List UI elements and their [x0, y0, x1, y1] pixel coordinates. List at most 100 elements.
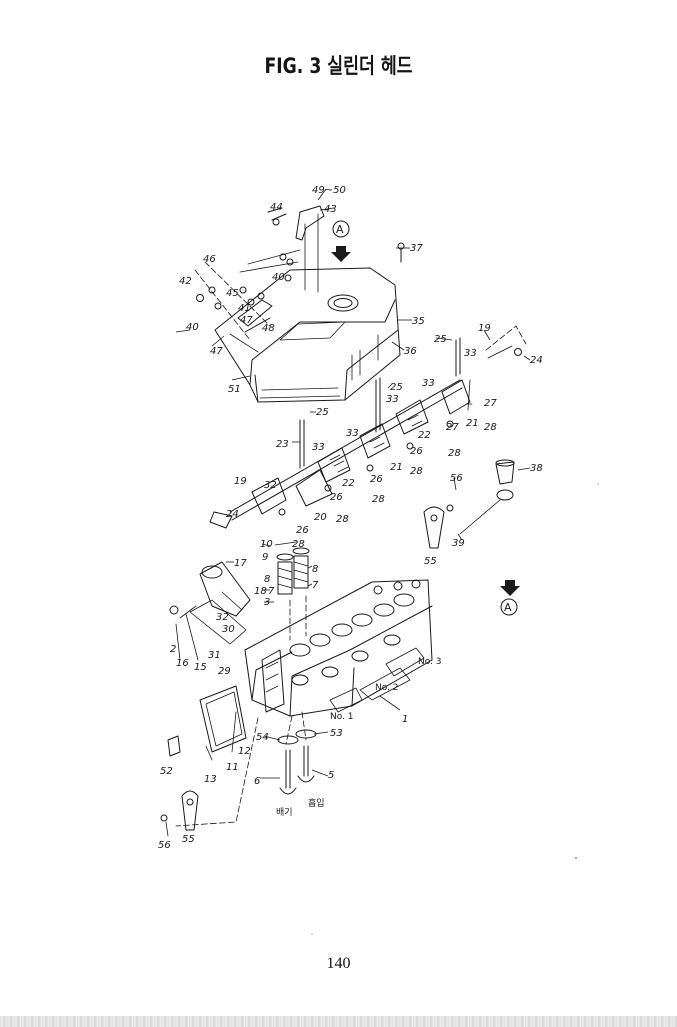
callout-1: 1 — [402, 714, 408, 725]
callout-26a: 26 — [410, 446, 423, 457]
scan-edge — [0, 1016, 677, 1027]
callout-33d: 33 — [346, 428, 359, 439]
callout-30: 30 — [222, 624, 235, 635]
bolt-37 — [397, 242, 405, 263]
callout-32a: 32 — [264, 480, 277, 491]
valve-springs — [274, 541, 310, 595]
callout-28b: 28 — [448, 448, 461, 459]
callout-10: 10 — [260, 539, 273, 550]
callout-42: 42 — [179, 276, 192, 287]
callout-12: 12 — [238, 746, 251, 757]
callout-44: 44 — [270, 202, 283, 213]
callout-45: 45 — [226, 288, 239, 299]
callout-28e: 28 — [336, 514, 349, 525]
callout-28a: 28 — [484, 422, 497, 433]
callout-13: 13 — [204, 774, 217, 785]
callout-40b: 40 — [186, 322, 199, 333]
reference-marker-right: A — [504, 601, 512, 614]
callout-16: 16 — [176, 658, 189, 669]
water-outlet — [169, 561, 251, 661]
callout-20: 20 — [314, 512, 327, 523]
callout-15: 15 — [194, 662, 207, 673]
callout-37: 37 — [410, 243, 423, 254]
callout-38: 38 — [530, 463, 543, 474]
guide-lines — [175, 595, 307, 827]
valves — [277, 729, 317, 795]
callout-35: 35 — [412, 316, 425, 327]
callout-43: 43 — [324, 204, 337, 215]
callout-33b: 33 — [386, 394, 399, 405]
cylinder-label-3: No. 3 — [418, 657, 442, 667]
callout-8b: 8 — [264, 574, 270, 585]
cylinder-head — [244, 579, 433, 717]
callout-51: 51 — [228, 384, 241, 395]
exhaust-label: 배기 — [276, 807, 293, 818]
callout-24a: 24 — [530, 355, 543, 366]
rocker-shaft-assembly — [209, 325, 527, 529]
callout-2: 2 — [170, 644, 176, 655]
callout-8a: 8 — [312, 564, 318, 575]
callout-23: 23 — [276, 439, 289, 450]
callout-26c: 26 — [330, 492, 343, 503]
callout-33a: 33 — [464, 348, 477, 359]
leader-lines — [175, 188, 531, 779]
reference-marker-top: A — [336, 223, 344, 236]
callout-53: 53 — [330, 728, 343, 739]
callout-55b: 55 — [182, 834, 195, 845]
callout-47a: 47 — [240, 315, 253, 326]
callout-24b: 24 — [226, 509, 239, 520]
callout-9: 9 — [262, 552, 268, 563]
callout-7a: 7 — [312, 580, 319, 591]
cover-hardware — [194, 249, 301, 353]
callout-27a: 27 — [484, 398, 497, 409]
callout-33c: 33 — [422, 378, 435, 389]
callout-41: 41 — [238, 303, 251, 314]
callout-54: 54 — [256, 732, 269, 743]
callout-21b: 21 — [390, 462, 403, 473]
callout-7b: 7 — [268, 586, 275, 597]
callout-49-50: 49~50 — [312, 185, 346, 196]
callout-29: 29 — [218, 666, 231, 677]
cylinder-label-2: No. 2 — [375, 683, 399, 693]
callout-28d: 28 — [372, 494, 385, 505]
callout-46: 46 — [203, 254, 216, 265]
oil-filler-cap — [459, 459, 515, 535]
callout-56b: 56 — [158, 840, 171, 851]
cylinder-label-1: No. 1 — [330, 712, 354, 722]
callout-6: 6 — [254, 776, 260, 787]
callout-31: 31 — [208, 650, 221, 661]
callout-32b: 32 — [216, 612, 229, 623]
callout-25b: 25 — [390, 382, 403, 393]
intake-label: 흡입 — [308, 797, 325, 809]
callout-25c: 25 — [316, 407, 329, 418]
breather-plate — [267, 205, 325, 293]
side-cover — [167, 685, 247, 761]
callout-33e: 33 — [312, 442, 325, 453]
callout-25a: 25 — [434, 334, 447, 345]
reference-arrow-top — [331, 220, 351, 262]
callout-26b: 26 — [370, 474, 383, 485]
callout-55a: 55 — [424, 556, 437, 567]
callout-52: 52 — [160, 766, 173, 777]
callout-21a: 21 — [466, 418, 479, 429]
callout-39: 39 — [452, 538, 465, 549]
callout-36: 36 — [404, 346, 417, 357]
lift-hook-right — [423, 504, 454, 549]
callout-19b: 19 — [234, 476, 247, 487]
lift-hook-left — [160, 790, 199, 837]
callout-27b: 27 — [446, 422, 459, 433]
callout-26d: 26 — [296, 525, 309, 536]
callout-28c: 28 — [410, 466, 423, 477]
callout-22a: 22 — [418, 430, 431, 441]
reference-arrow-right — [500, 580, 520, 616]
rocker-cover — [214, 267, 401, 403]
callout-17: 17 — [234, 558, 247, 569]
callout-48: 48 — [262, 323, 275, 334]
callout-22b: 22 — [342, 478, 355, 489]
page-title: FIG. 3 실린더 헤드 — [264, 54, 413, 78]
callout-56a: 56 — [450, 473, 463, 484]
callout-18: 18 — [254, 586, 267, 597]
callout-labels: 49~50 43 44 37 46 42 45 40 41 40 47 48 4… — [158, 185, 543, 851]
callout-19a: 19 — [478, 323, 491, 334]
